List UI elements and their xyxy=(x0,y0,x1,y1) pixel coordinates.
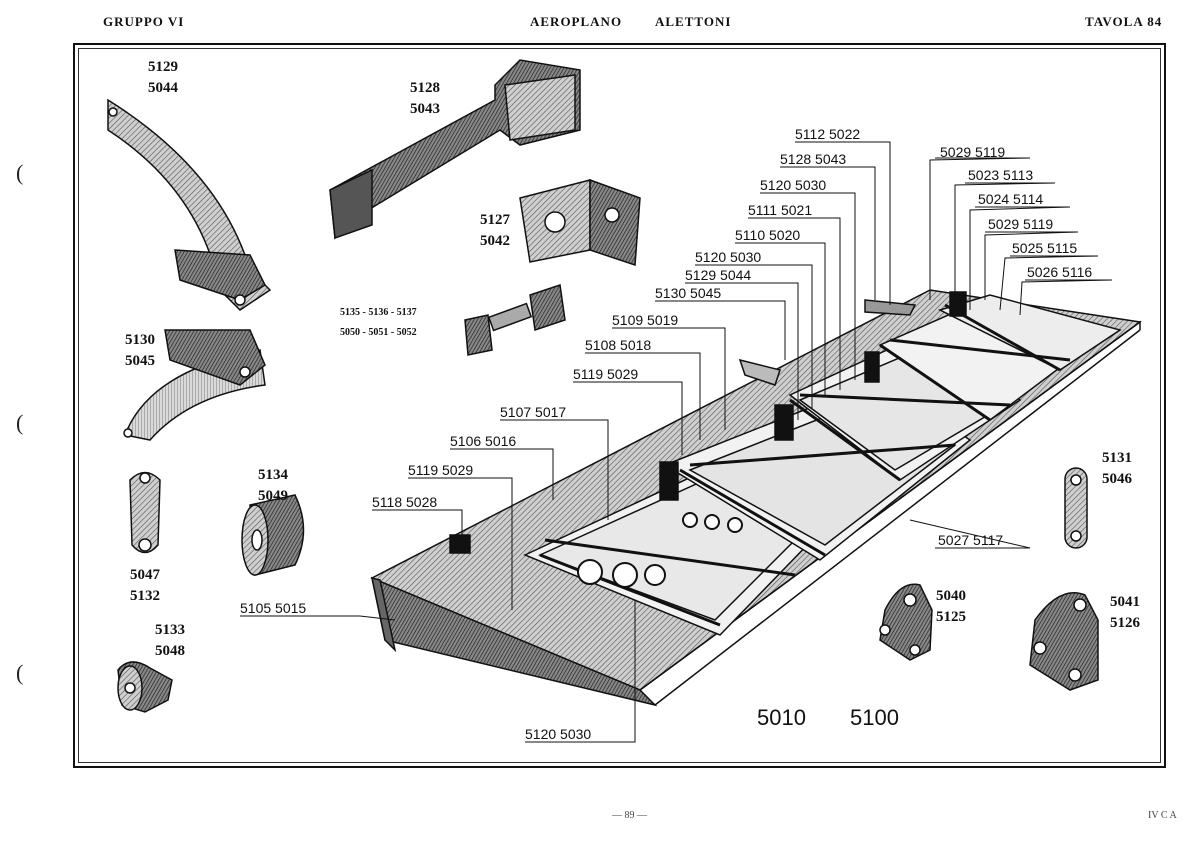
group-label: GRUPPO VI xyxy=(103,14,185,29)
bolt-part-5135 xyxy=(464,284,566,356)
callout: 5027 5117 xyxy=(938,532,1004,548)
callout: 5024 5114 xyxy=(978,191,1044,207)
callout: 5112 5022 xyxy=(795,126,861,142)
link-part-5047 xyxy=(129,471,161,554)
bushing-part-5134 xyxy=(241,494,305,576)
footer-code: IV C A xyxy=(1148,810,1177,821)
binding-hole-mark: ( xyxy=(16,660,24,685)
plate-frame-inner xyxy=(78,48,1161,763)
callout: 5130 5045 xyxy=(655,285,722,301)
hinge-part-5041 xyxy=(1029,592,1099,691)
callout: 5129 5044 xyxy=(685,267,752,283)
callout: 5026 5116 xyxy=(1027,264,1093,280)
callout: 5107 5017 xyxy=(500,404,567,420)
binding-hole-mark: ( xyxy=(16,410,24,435)
callout: 5111 5021 xyxy=(748,202,813,218)
callout: 5119 5029 xyxy=(408,462,474,478)
assembly-number: 5100 xyxy=(850,705,899,730)
callout: 5025 5115 xyxy=(1012,240,1078,256)
quadrant-part-5130 xyxy=(123,329,266,441)
callout: 5108 5018 xyxy=(585,337,652,353)
fitting-part-5133 xyxy=(117,661,173,713)
callout: 5023 5113 xyxy=(968,167,1034,183)
bracket-part-5128 xyxy=(329,59,581,240)
callout: 5119 5029 xyxy=(573,366,639,382)
plate-number: TAVOLA 84 xyxy=(1085,14,1163,29)
aileron-structure xyxy=(370,289,1142,707)
callout: 5120 5030 xyxy=(760,177,827,193)
title-alettoni: ALETTONI xyxy=(655,14,732,29)
callout: 5109 5019 xyxy=(612,312,679,328)
link-part-5131 xyxy=(1064,467,1088,549)
callout: 5106 5016 xyxy=(450,433,517,449)
leader-lines xyxy=(240,141,1113,743)
callout: 5120 5030 xyxy=(695,249,762,265)
quadrant-part-5129 xyxy=(107,98,272,311)
callout: 5029 5119 xyxy=(988,216,1054,232)
title-aeroplano: AEROPLANO xyxy=(530,14,623,29)
binding-hole-mark: ( xyxy=(16,160,24,185)
callout: 5128 5043 xyxy=(780,151,847,167)
assembly-number: 5010 xyxy=(757,705,806,730)
plate-frame xyxy=(73,43,1166,768)
callout: 5120 5030 xyxy=(525,726,592,742)
bracket-part-5127 xyxy=(519,178,641,267)
callout: 5118 5028 xyxy=(372,494,438,510)
callout: 5029 5119 xyxy=(940,144,1006,160)
callout: 5105 5015 xyxy=(240,600,307,616)
callout: 5110 5020 xyxy=(735,227,801,243)
page-number: — 89 — xyxy=(612,810,647,821)
hinge-part-5040 xyxy=(879,583,933,661)
